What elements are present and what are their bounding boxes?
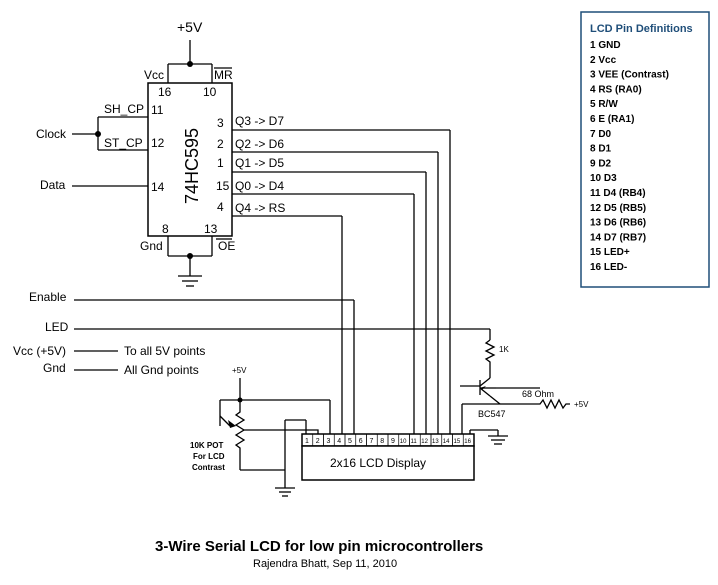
legend-item: 10 D3 bbox=[590, 173, 617, 184]
lcd-pin-number: 1 bbox=[305, 438, 309, 445]
legend-item: 12 D5 (RB5) bbox=[590, 203, 646, 214]
lcd-pin-number: 8 bbox=[380, 438, 384, 445]
transistor-label: BC547 bbox=[478, 409, 506, 419]
lcd-label: 2x16 LCD Display bbox=[330, 456, 426, 470]
page-title: 3-Wire Serial LCD for low pin microcontr… bbox=[155, 538, 483, 555]
pin-q3-label: Q3 -> D7 bbox=[235, 114, 284, 128]
input-enable-label: Enable bbox=[29, 290, 67, 304]
legend-item: 5 R/W bbox=[590, 99, 618, 110]
legend-items: 1 GND 2 Vcc 3 VEE (Contrast) 4 RS (RA0) 5 R/… bbox=[590, 40, 669, 273]
pin-q4-label: Q4 -> RS bbox=[235, 201, 285, 215]
pin-4: 4 bbox=[217, 200, 224, 214]
pin-q1-label: Q1 -> D5 bbox=[235, 156, 284, 170]
pin-1: 1 bbox=[217, 156, 224, 170]
legend-item: 9 D2 bbox=[590, 158, 612, 169]
page-subtitle: Rajendra Bhatt, Sep 11, 2010 bbox=[253, 558, 397, 570]
pot-resistor bbox=[234, 400, 246, 460]
lcd-body bbox=[301, 445, 475, 481]
resistor-68-label: 68 Ohm bbox=[522, 389, 554, 399]
note-gnd: All Gnd points bbox=[124, 363, 199, 377]
lcd-pin-number: 9 bbox=[391, 438, 395, 445]
legend-item: 14 D7 (RB7) bbox=[590, 232, 646, 243]
pin-3: 3 bbox=[217, 116, 224, 130]
input-vcc-label: Vcc (+5V) bbox=[13, 344, 66, 358]
pin-16: 16 bbox=[158, 85, 172, 99]
pot-label-3: Contrast bbox=[192, 463, 225, 472]
lcd-pin-number: 6 bbox=[359, 438, 363, 445]
pot-label-2: For LCD bbox=[193, 452, 225, 461]
legend-item: 15 LED+ bbox=[590, 247, 630, 258]
legend-item: 2 Vcc bbox=[590, 55, 617, 66]
legend-item: 3 VEE (Contrast) bbox=[590, 70, 669, 81]
pin-shcp-label: SH_CP bbox=[104, 102, 144, 116]
legend-item: 7 D0 bbox=[590, 129, 612, 140]
legend-box bbox=[580, 11, 710, 288]
resistor-1k-label: 1K bbox=[499, 345, 509, 354]
pin-mr-label: MR bbox=[214, 68, 233, 82]
pin-gnd-label: Gnd bbox=[140, 239, 163, 253]
input-data-label: Data bbox=[40, 178, 66, 192]
note-vcc: To all 5V points bbox=[124, 344, 205, 358]
pin-12: 12 bbox=[151, 136, 165, 150]
pin-13: 13 bbox=[204, 222, 218, 236]
ic-name: 74HC595 bbox=[182, 128, 202, 204]
resistor-68 bbox=[510, 398, 570, 410]
lcd-pin-number: 13 bbox=[432, 439, 439, 445]
legend-title: LCD Pin Definitions bbox=[590, 23, 693, 35]
pin-2: 2 bbox=[217, 137, 224, 151]
pin-q2-label: Q2 -> D6 bbox=[235, 137, 284, 151]
lcd-pin-number: 4 bbox=[337, 438, 341, 445]
lcd-pin-number: 7 bbox=[370, 438, 374, 445]
input-gnd-label: Gnd bbox=[43, 361, 66, 375]
pin-10: 10 bbox=[203, 85, 217, 99]
legend-item: 11 D4 (RB4) bbox=[590, 188, 646, 199]
lcd-pin-number: 16 bbox=[464, 439, 471, 445]
legend-item: 1 GND bbox=[590, 40, 621, 51]
input-led-label: LED bbox=[45, 320, 69, 334]
lcd-pin-number: 10 bbox=[400, 439, 407, 445]
input-clock-label: Clock bbox=[36, 127, 67, 141]
pin-11: 11 bbox=[151, 103, 164, 117]
lcd-pin-number: 3 bbox=[327, 438, 331, 445]
pin-8: 8 bbox=[162, 222, 169, 236]
transistor-supply-label: +5V bbox=[574, 400, 589, 409]
pin-vcc-label: Vcc bbox=[144, 68, 164, 82]
legend-item: 6 E (RA1) bbox=[590, 114, 634, 125]
legend-item: 4 RS (RA0) bbox=[590, 84, 642, 95]
pin-stcp-label: ST_CP bbox=[104, 136, 143, 150]
pin-15: 15 bbox=[216, 179, 230, 193]
pin-oe-label: OE bbox=[218, 239, 235, 253]
legend-item: 16 LED- bbox=[590, 262, 627, 273]
clock-node bbox=[95, 131, 101, 137]
lcd-pin-number: 14 bbox=[443, 439, 450, 445]
legend-item: 13 D6 (RB6) bbox=[590, 218, 646, 229]
pin-q0-label: Q0 -> D4 bbox=[235, 179, 284, 193]
lcd-pin-number: 2 bbox=[316, 438, 320, 445]
pin-14: 14 bbox=[151, 180, 165, 194]
lcd-pin-number: 5 bbox=[348, 438, 352, 445]
resistor-1k bbox=[484, 339, 496, 378]
lcd-pin-number: 11 bbox=[411, 439, 418, 445]
ic-body bbox=[147, 82, 233, 237]
lcd-pin-number: 15 bbox=[454, 439, 461, 445]
legend-item: 8 D1 bbox=[590, 144, 612, 155]
pot-label-1: 10K POT bbox=[190, 441, 223, 450]
supply-top-label: +5V bbox=[177, 19, 203, 35]
pot-supply-label: +5V bbox=[232, 366, 247, 375]
lcd-pin-number: 12 bbox=[421, 439, 428, 445]
